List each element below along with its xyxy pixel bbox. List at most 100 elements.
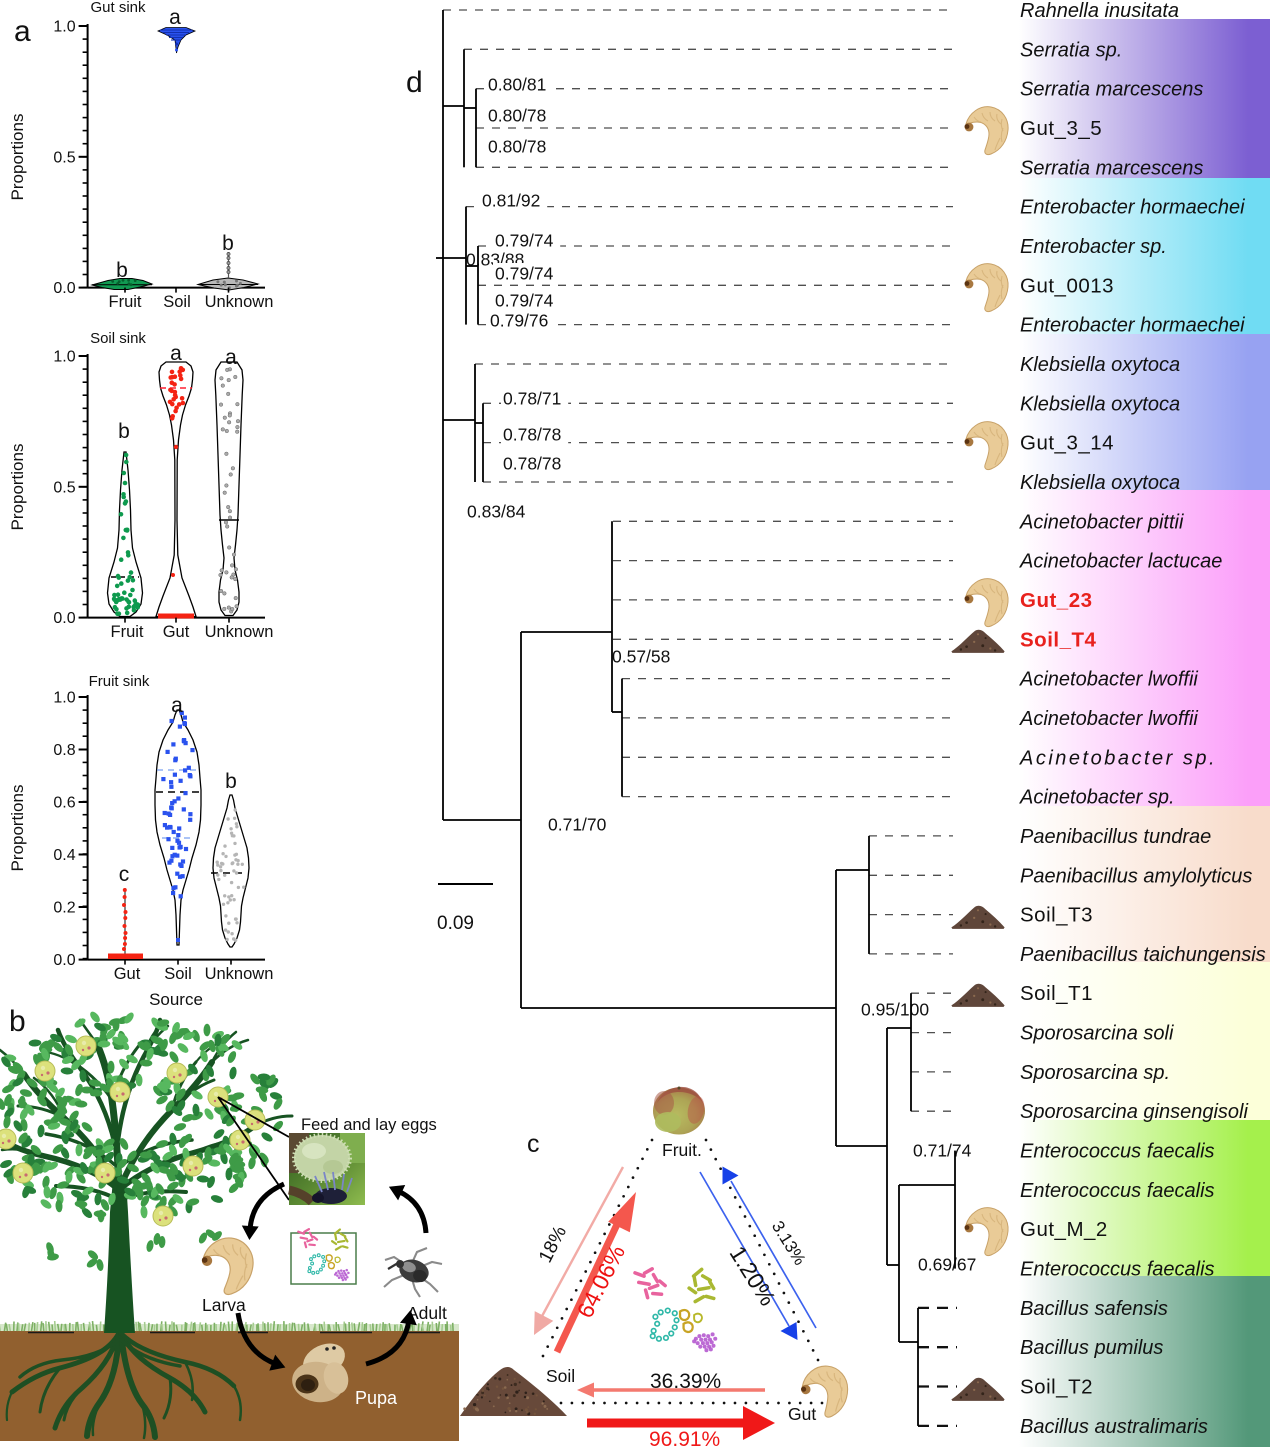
svg-text:Proportions: Proportions bbox=[8, 444, 27, 531]
svg-text:Acinetobacter lwoffii: Acinetobacter lwoffii bbox=[1019, 669, 1198, 691]
svg-text:Acinetobacter pittii: Acinetobacter pittii bbox=[1019, 511, 1184, 533]
svg-text:0.0: 0.0 bbox=[53, 280, 75, 297]
svg-text:0.79/74: 0.79/74 bbox=[495, 264, 554, 284]
svg-text:Rahnella inusitata: Rahnella inusitata bbox=[1020, 0, 1179, 22]
svg-text:Fruit sink: Fruit sink bbox=[89, 673, 150, 690]
svg-text:0.78/71: 0.78/71 bbox=[503, 389, 561, 409]
svg-text:Soil sink: Soil sink bbox=[90, 330, 146, 347]
svg-text:Klebsiella oxytoca: Klebsiella oxytoca bbox=[1020, 393, 1180, 415]
svg-text:0.78/78: 0.78/78 bbox=[503, 454, 561, 474]
svg-text:Soil_T2: Soil_T2 bbox=[1020, 1376, 1093, 1399]
svg-text:96.91%: 96.91% bbox=[649, 1428, 720, 1447]
svg-text:Enterococcus faecalis: Enterococcus faecalis bbox=[1020, 1141, 1215, 1163]
svg-text:Gut_3_14: Gut_3_14 bbox=[1020, 432, 1114, 455]
svg-text:Acinetobacter sp.: Acinetobacter sp. bbox=[1019, 787, 1175, 809]
svg-text:Unknown: Unknown bbox=[205, 623, 274, 641]
svg-text:Enterococcus faecalis: Enterococcus faecalis bbox=[1020, 1180, 1215, 1202]
svg-text:c: c bbox=[527, 1130, 540, 1158]
svg-text:0.80/78: 0.80/78 bbox=[488, 137, 546, 157]
svg-text:Fruit: Fruit bbox=[111, 623, 144, 641]
svg-text:Soil_T1: Soil_T1 bbox=[1020, 982, 1093, 1005]
svg-text:Soil: Soil bbox=[546, 1366, 575, 1386]
svg-text:Serratia marcescens: Serratia marcescens bbox=[1020, 79, 1203, 101]
svg-text:0.78/78: 0.78/78 bbox=[503, 425, 561, 445]
svg-text:Paenibacillus amylolyticus: Paenibacillus amylolyticus bbox=[1020, 865, 1252, 887]
svg-text:c: c bbox=[119, 863, 130, 886]
svg-text:0.79/74: 0.79/74 bbox=[495, 231, 554, 251]
svg-text:b: b bbox=[222, 232, 234, 255]
svg-text:Sporosarcina soli: Sporosarcina soli bbox=[1020, 1023, 1174, 1045]
svg-text:a: a bbox=[225, 346, 237, 369]
svg-text:0.69/67: 0.69/67 bbox=[918, 1255, 976, 1275]
svg-text:0.79/74: 0.79/74 bbox=[495, 291, 554, 311]
svg-text:Acinetobacter lwoffii: Acinetobacter lwoffii bbox=[1019, 708, 1198, 730]
svg-text:0.5: 0.5 bbox=[53, 479, 75, 496]
svg-text:b: b bbox=[9, 1005, 26, 1038]
svg-text:0.71/74: 0.71/74 bbox=[913, 1141, 972, 1161]
svg-text:Unknown: Unknown bbox=[205, 965, 274, 983]
svg-text:Fruit.: Fruit. bbox=[662, 1140, 702, 1160]
svg-text:0.0: 0.0 bbox=[53, 610, 75, 627]
svg-text:Soil: Soil bbox=[163, 293, 191, 311]
svg-text:1.0: 1.0 bbox=[53, 19, 75, 36]
svg-text:Serratia sp.: Serratia sp. bbox=[1020, 39, 1122, 61]
svg-text:Enterobacter hormaechei: Enterobacter hormaechei bbox=[1020, 197, 1245, 219]
svg-text:1.0: 1.0 bbox=[53, 349, 75, 366]
svg-text:Acinetobacter lactucae: Acinetobacter lactucae bbox=[1019, 551, 1222, 573]
svg-text:Adult: Adult bbox=[407, 1303, 447, 1323]
svg-text:0.4: 0.4 bbox=[53, 847, 75, 864]
svg-text:0.80/78: 0.80/78 bbox=[488, 106, 546, 126]
svg-text:Klebsiella oxytoca: Klebsiella oxytoca bbox=[1020, 354, 1180, 376]
svg-text:0.79/76: 0.79/76 bbox=[490, 311, 548, 331]
svg-text:0.71/70: 0.71/70 bbox=[548, 815, 607, 835]
svg-text:a: a bbox=[171, 694, 183, 717]
svg-text:Soil_T4: Soil_T4 bbox=[1020, 628, 1097, 651]
svg-text:a: a bbox=[170, 342, 182, 365]
svg-text:b: b bbox=[225, 770, 237, 793]
svg-text:Source: Source bbox=[149, 990, 203, 1009]
svg-text:Paenibacillus tundrae: Paenibacillus tundrae bbox=[1020, 826, 1211, 848]
svg-text:Sporosarcina ginsengisoli: Sporosarcina ginsengisoli bbox=[1020, 1101, 1248, 1123]
svg-text:Gut: Gut bbox=[163, 623, 190, 641]
svg-text:Bacillus pumilus: Bacillus pumilus bbox=[1020, 1337, 1163, 1359]
svg-text:Larva: Larva bbox=[202, 1295, 246, 1315]
svg-text:Enterobacter sp.: Enterobacter sp. bbox=[1020, 236, 1167, 258]
svg-text:0.57/58: 0.57/58 bbox=[612, 647, 670, 667]
svg-text:b: b bbox=[118, 420, 130, 443]
svg-text:Gut: Gut bbox=[788, 1404, 816, 1424]
svg-text:Enterococcus faecalis: Enterococcus faecalis bbox=[1020, 1259, 1215, 1281]
svg-text:Proportions: Proportions bbox=[8, 785, 27, 872]
svg-text:Serratia marcescens: Serratia marcescens bbox=[1020, 157, 1203, 179]
svg-text:1.0: 1.0 bbox=[53, 690, 75, 707]
svg-text:Gut_3_5: Gut_3_5 bbox=[1020, 117, 1102, 140]
svg-text:Enterobacter hormaechei: Enterobacter hormaechei bbox=[1020, 315, 1245, 337]
svg-text:0.81/92: 0.81/92 bbox=[482, 191, 540, 211]
svg-text:0.09: 0.09 bbox=[437, 913, 474, 934]
svg-text:Gut_M_2: Gut_M_2 bbox=[1020, 1218, 1108, 1241]
svg-text:Bacillus safensis: Bacillus safensis bbox=[1020, 1298, 1168, 1320]
svg-text:0.95/100: 0.95/100 bbox=[861, 1000, 929, 1020]
svg-text:Gut_0013: Gut_0013 bbox=[1020, 274, 1114, 297]
svg-text:Unknown: Unknown bbox=[205, 293, 274, 311]
svg-text:Bacillus australimaris: Bacillus australimaris bbox=[1020, 1416, 1208, 1438]
svg-text:Acinetobacter sp.: Acinetobacter sp. bbox=[1019, 747, 1217, 769]
svg-text:Sporosarcina sp.: Sporosarcina sp. bbox=[1020, 1062, 1170, 1084]
svg-text:b: b bbox=[116, 259, 128, 282]
svg-text:Feed and lay eggs: Feed and lay eggs bbox=[301, 1116, 437, 1134]
svg-text:36.39%: 36.39% bbox=[650, 1370, 721, 1393]
svg-text:Proportions: Proportions bbox=[8, 114, 27, 201]
svg-text:Gut: Gut bbox=[114, 965, 141, 983]
svg-text:0.2: 0.2 bbox=[53, 900, 75, 917]
svg-text:0.5: 0.5 bbox=[53, 149, 75, 166]
svg-text:a: a bbox=[169, 6, 181, 29]
svg-text:a: a bbox=[14, 15, 31, 48]
svg-text:0.8: 0.8 bbox=[53, 742, 75, 759]
svg-text:Soil_T3: Soil_T3 bbox=[1020, 904, 1093, 927]
svg-text:d: d bbox=[406, 66, 423, 99]
svg-text:Soil: Soil bbox=[164, 965, 192, 983]
svg-text:0.6: 0.6 bbox=[53, 795, 75, 812]
svg-text:Pupa: Pupa bbox=[355, 1388, 398, 1408]
svg-text:Fruit: Fruit bbox=[109, 293, 142, 311]
svg-text:Gut sink: Gut sink bbox=[90, 0, 146, 16]
svg-text:0.80/81: 0.80/81 bbox=[488, 75, 546, 95]
